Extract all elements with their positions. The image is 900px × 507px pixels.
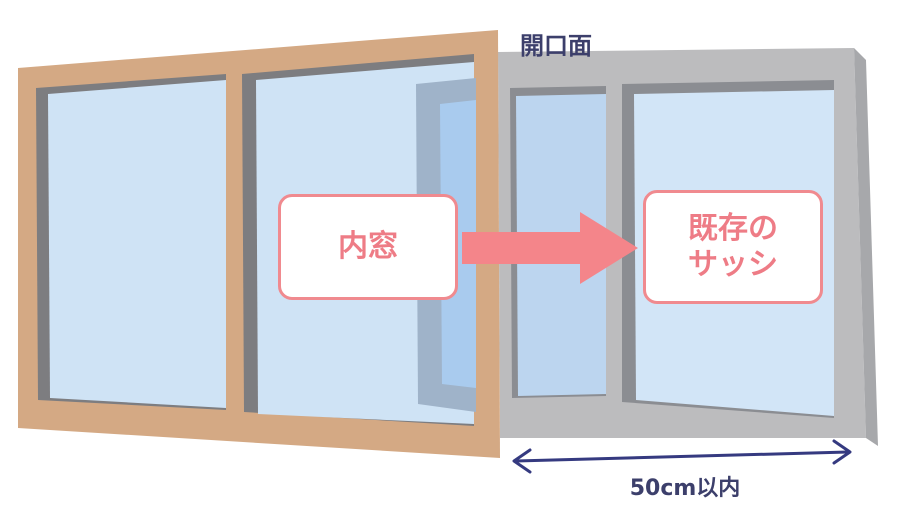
inner-left-pane-glass: [48, 80, 226, 408]
double-headed-arrow-icon: [512, 439, 852, 474]
inner-sash-glass-deep: [440, 100, 476, 388]
inner-window-label: 内窓: [338, 229, 398, 264]
existing-sash-label-line2: サッシ: [688, 247, 778, 282]
inner-window: [18, 30, 500, 458]
distance-label: 50cm以内: [629, 476, 741, 501]
existing-sash-callout: 既存の サッシ: [643, 190, 823, 304]
arrow-right-icon: [462, 212, 638, 284]
existing-sash-label-line1: 既存の: [688, 211, 778, 246]
existing-sash-frame-edge: [854, 48, 878, 446]
opening-plane-label: 開口面: [520, 32, 592, 60]
inner-window-callout: 内窓: [278, 194, 458, 300]
